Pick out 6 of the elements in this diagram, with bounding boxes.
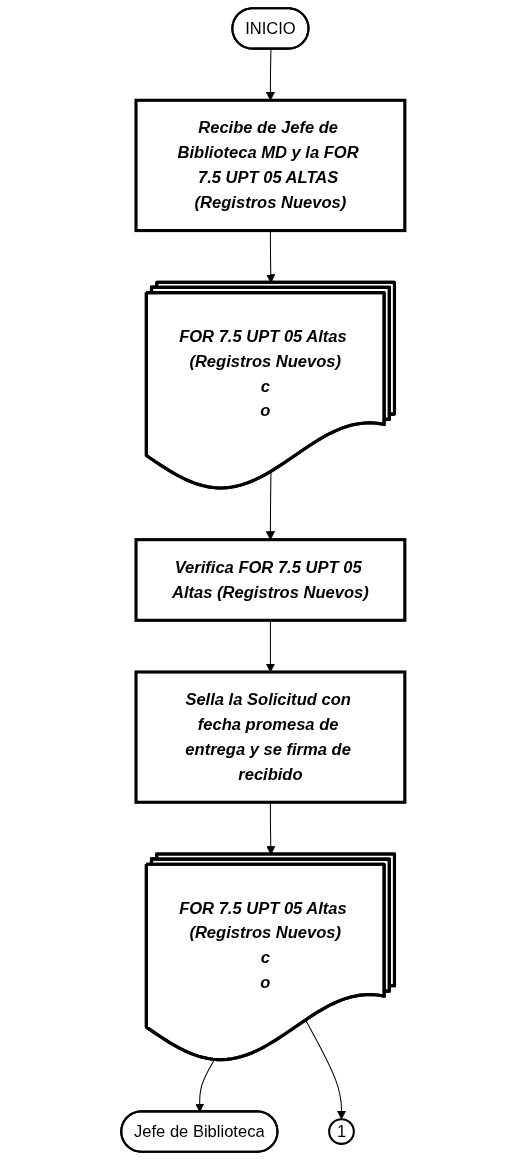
node-box: Sella la Solicitud con fecha promesa de entrega y se firma de recibido [134,670,407,804]
node-box: Recibe de Jefe de Biblioteca MD y la FOR 7.5 UPT 05 ALTAS (Registros Nuevos) [134,98,407,233]
arrow [305,1020,346,1120]
arrow [265,48,275,101]
node-circle: 1 [328,1118,355,1145]
node-box: Verifica FOR 7.5 UPT 05 Altas (Registros Nuevos) [134,538,407,622]
